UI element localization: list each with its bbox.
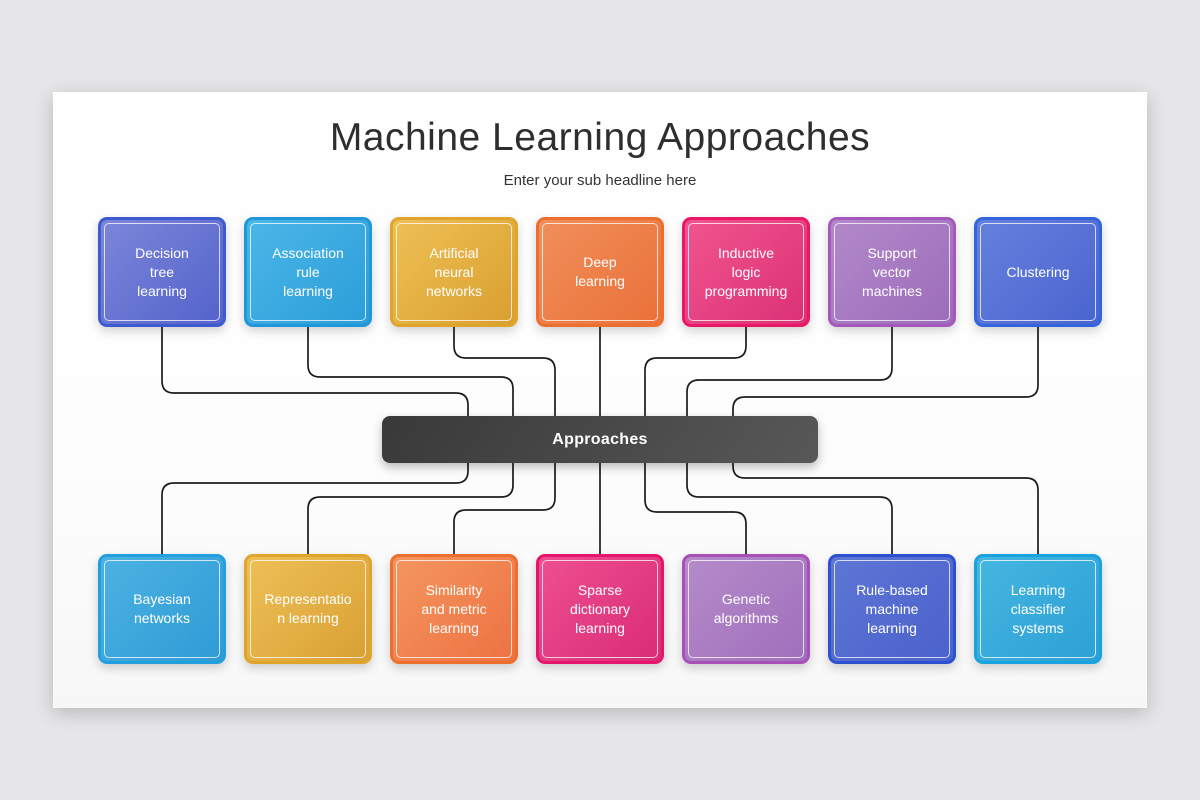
connector-line — [686, 327, 893, 417]
connector-line — [161, 462, 469, 555]
node-representation-learning[interactable]: Representatio n learning — [244, 554, 372, 664]
node-genetic-algorithms[interactable]: Genetic algorithms — [682, 554, 810, 664]
hub-label: Approaches — [552, 430, 648, 448]
node-clustering[interactable]: Clustering — [974, 217, 1102, 327]
connector-line — [307, 462, 514, 555]
node-rule-based-machine-learning[interactable]: Rule-based machine learning — [828, 554, 956, 664]
connector-line — [686, 462, 893, 555]
hub-approaches[interactable]: Approaches — [382, 416, 818, 463]
node-label: Bayesian networks — [104, 560, 220, 658]
page-title: Machine Learning Approaches — [329, 116, 871, 159]
node-similarity-metric-learning[interactable]: Similarity and metric learning — [390, 554, 518, 664]
connector-line — [453, 462, 556, 555]
node-label: Clustering — [980, 223, 1096, 321]
node-label: Similarity and metric learning — [396, 560, 512, 658]
node-label: Decision tree learning — [104, 223, 220, 321]
connector-line — [644, 462, 747, 555]
node-sparse-dictionary-learning[interactable]: Sparse dictionary learning — [536, 554, 664, 664]
node-label: Association rule learning — [250, 223, 366, 321]
node-label: Deep learning — [542, 223, 658, 321]
node-learning-classifier-systems[interactable]: Learning classifier systems — [974, 554, 1102, 664]
node-label: Support vector machines — [834, 223, 950, 321]
node-support-vector-machines[interactable]: Support vector machines — [828, 217, 956, 327]
node-label: Representatio n learning — [250, 560, 366, 658]
connector-line — [453, 327, 556, 417]
node-label: Learning classifier systems — [980, 560, 1096, 658]
node-association-rule-learning[interactable]: Association rule learning — [244, 217, 372, 327]
node-bayesian-networks[interactable]: Bayesian networks — [98, 554, 226, 664]
node-label: Genetic algorithms — [688, 560, 804, 658]
node-label: Inductive logic programming — [688, 223, 804, 321]
connector-line — [732, 462, 1039, 555]
node-label: Sparse dictionary learning — [542, 560, 658, 658]
node-deep-learning[interactable]: Deep learning — [536, 217, 664, 327]
node-label: Rule-based machine learning — [834, 560, 950, 658]
node-artificial-neural-networks[interactable]: Artificial neural networks — [390, 217, 518, 327]
node-decision-tree-learning[interactable]: Decision tree learning — [98, 217, 226, 327]
page-subtitle: Enter your sub headline here — [503, 172, 697, 189]
connector-line — [161, 327, 469, 417]
node-label: Artificial neural networks — [396, 223, 512, 321]
connector-line — [307, 327, 514, 417]
connector-line — [732, 327, 1039, 417]
connector-line — [644, 327, 747, 417]
node-inductive-logic-programming[interactable]: Inductive logic programming — [682, 217, 810, 327]
